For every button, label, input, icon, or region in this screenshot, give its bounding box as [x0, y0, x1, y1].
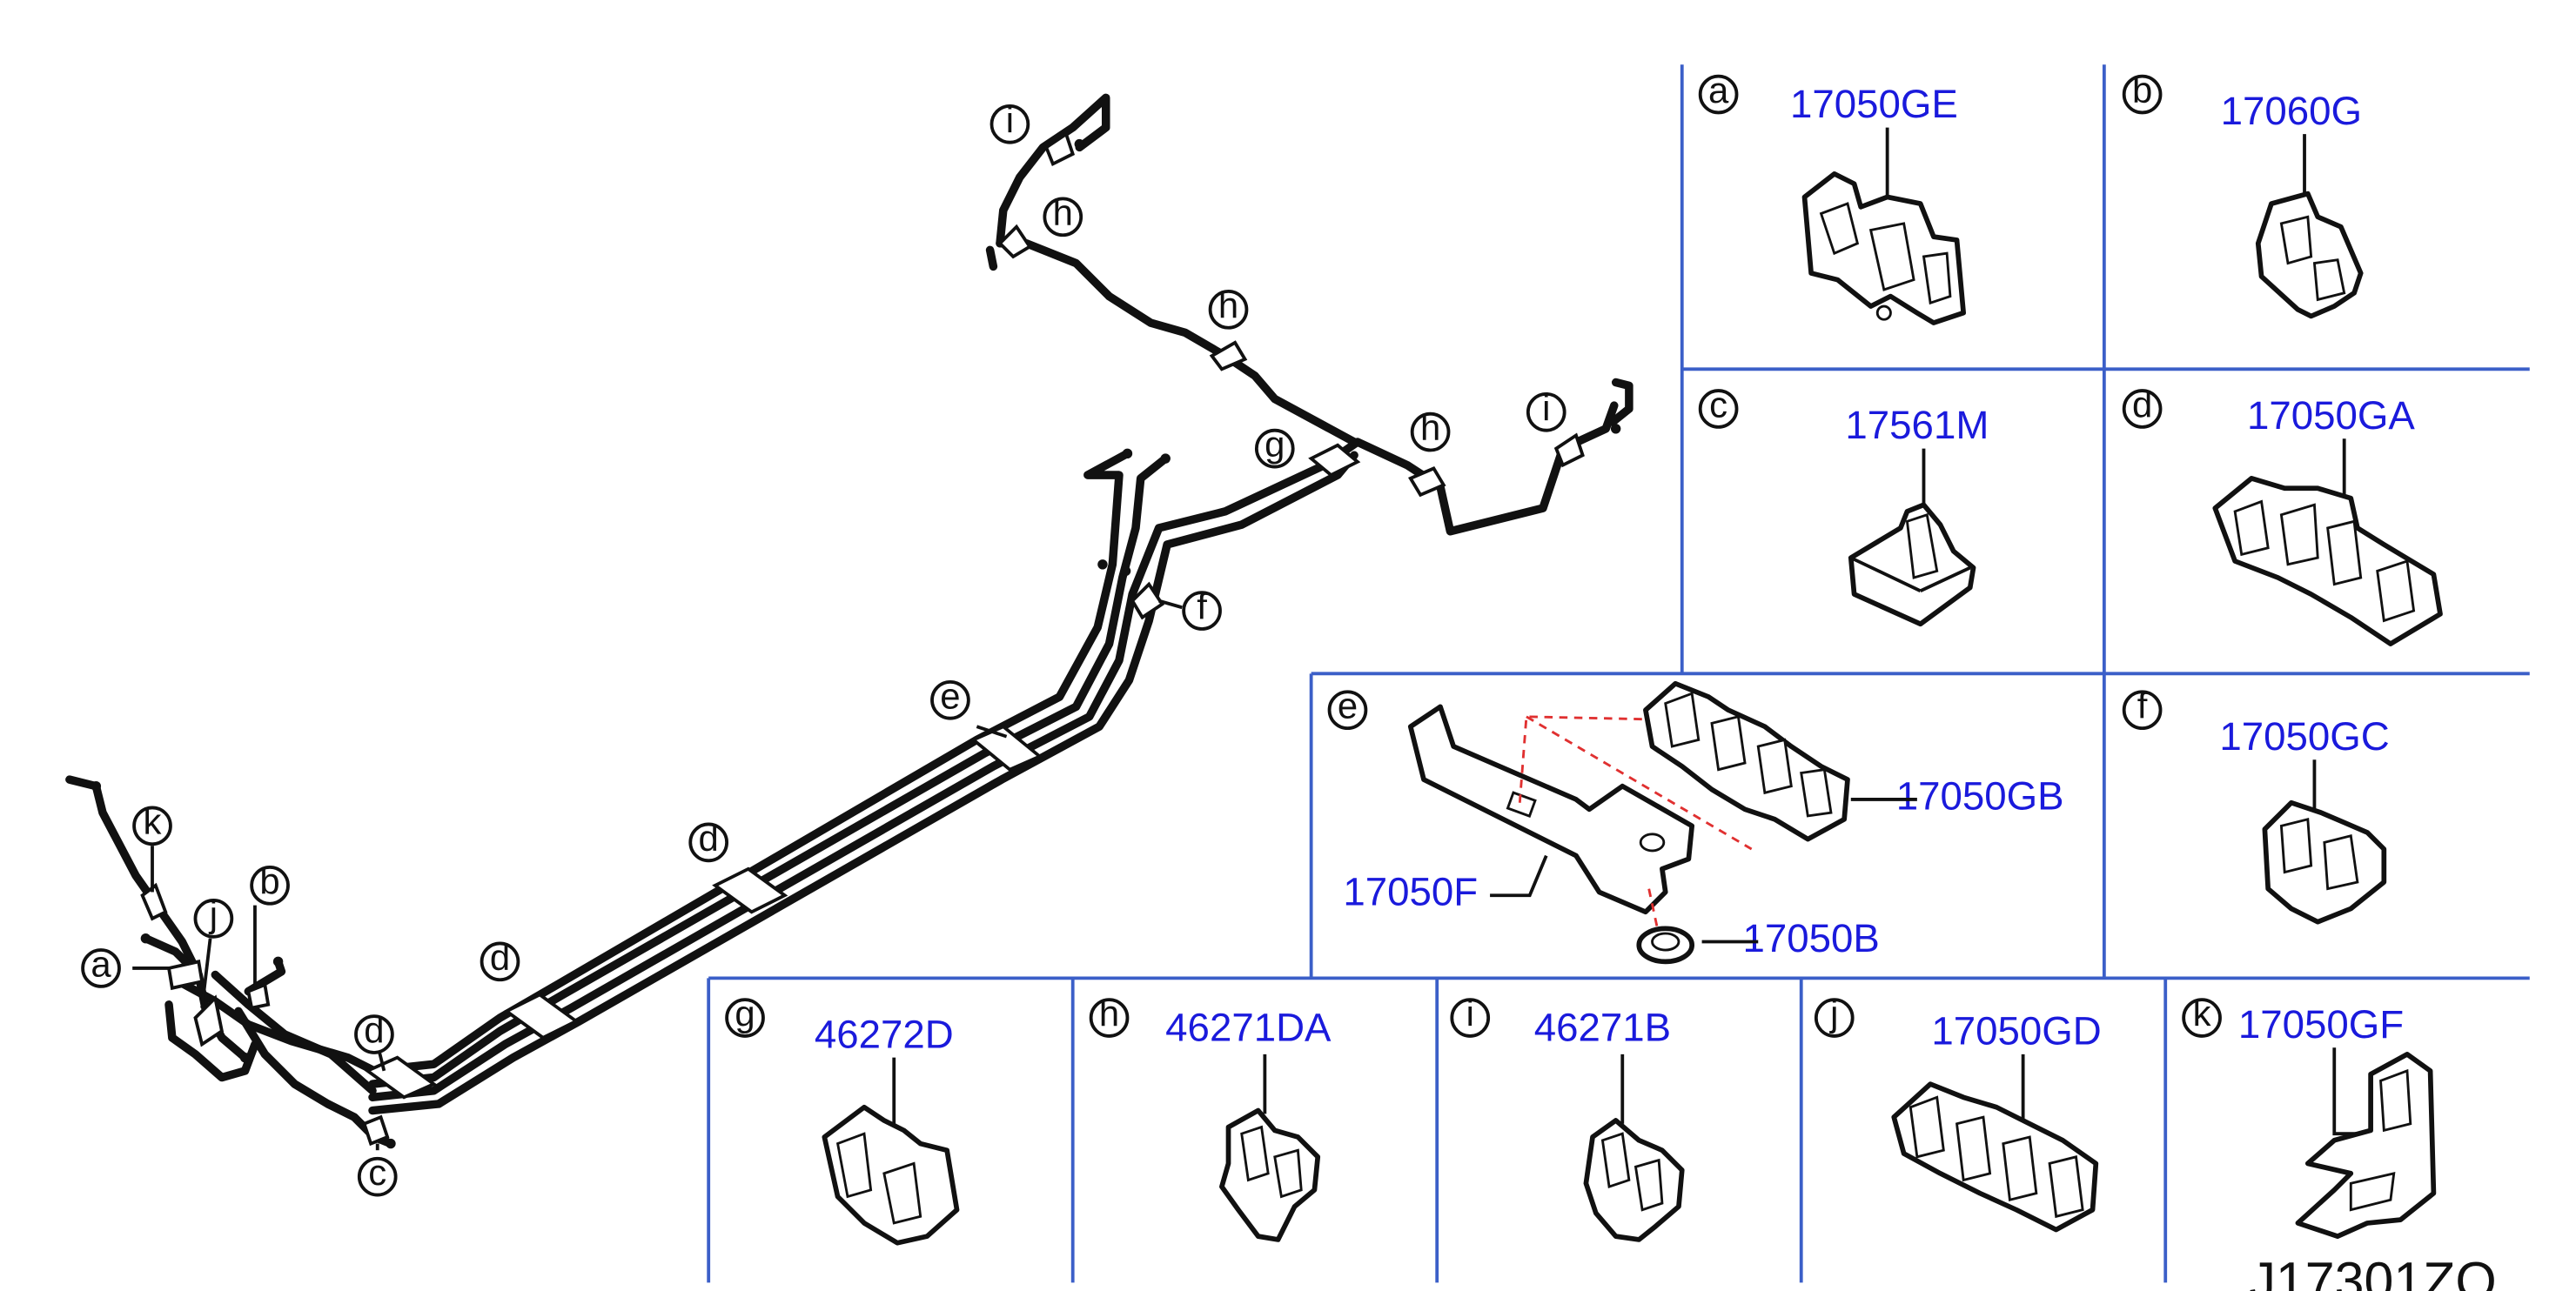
svg-text:f: f — [1197, 586, 1207, 627]
cell-f: f 17050GC — [2122, 686, 2390, 925]
clip-46271DA-drawing — [1219, 1107, 1321, 1242]
callout-h-bubble-2: h — [1208, 284, 1249, 330]
svg-text:g: g — [1265, 424, 1285, 465]
cell-letter-h — [1089, 998, 1130, 1038]
cell-j: j 17050GD — [1814, 993, 2102, 1233]
callout-c-bubble: c — [357, 1152, 398, 1197]
svg-text:j: j — [208, 893, 218, 934]
svg-text:k: k — [144, 801, 162, 842]
callout-h-bubble-3: h — [1043, 192, 1083, 237]
clip-17060G-drawing — [2255, 191, 2364, 319]
svg-text:h: h — [1053, 192, 1073, 233]
svg-text:j: j — [1828, 993, 1838, 1034]
svg-text:e: e — [940, 675, 960, 716]
cell-letter-e — [1327, 690, 1368, 731]
clip-17050GB-drawing — [1643, 680, 1850, 842]
cell-letter-i — [1450, 998, 1491, 1038]
cell-letter-f — [2122, 690, 2163, 731]
callout-b-bubble: b — [250, 860, 290, 906]
svg-text:i: i — [1542, 387, 1550, 428]
callout-j-bubble: j — [193, 893, 234, 939]
callout-a-bubble: a — [81, 943, 121, 988]
svg-text:a: a — [91, 943, 111, 984]
part-number-17050GB: 17050GB — [1896, 773, 2064, 818]
callout-d-bubble-3: d — [688, 818, 729, 863]
svg-text:d: d — [699, 818, 719, 859]
svg-text:i: i — [1466, 993, 1474, 1034]
cell-k: k 17050GF — [2182, 993, 2437, 1239]
callout-f-bubble: f — [1182, 586, 1222, 631]
svg-text:c: c — [368, 1152, 386, 1193]
cell-letter-g — [725, 998, 765, 1038]
cell-d: d 17050GA — [2122, 384, 2443, 646]
callout-e-bubble: e — [930, 675, 970, 720]
cell-letter-d — [2122, 389, 2163, 429]
callout-i-bubble-1: i — [989, 99, 1030, 144]
part-number-46271DA: 46271DA — [1165, 1006, 1332, 1050]
callout-d-bubble-1: d — [354, 1010, 394, 1054]
cell-letter-k — [2182, 998, 2222, 1038]
svg-text:e: e — [1338, 686, 1358, 726]
svg-text:a: a — [1708, 70, 1729, 110]
cell-g: g 46272D — [725, 993, 960, 1246]
cell-letter-j — [1814, 998, 1855, 1038]
part-number-17561M: 17561M — [1845, 403, 1989, 447]
part-number-17050GE: 17050GE — [1790, 82, 1958, 126]
part-number-17050GC: 17050GC — [2219, 714, 2389, 759]
svg-text:h: h — [1099, 993, 1119, 1034]
callout-i-bubble-2: i — [1526, 387, 1566, 432]
clip-17050GF-drawing — [2295, 1052, 2437, 1239]
svg-text:d: d — [2132, 384, 2152, 425]
callout-k-bubble: k — [132, 801, 172, 846]
clip-17050GA-drawing — [2212, 476, 2443, 646]
bracket-17050F-drawing — [1407, 704, 1695, 915]
dashed-guide-lines — [1518, 715, 1753, 936]
svg-text:c: c — [1709, 384, 1727, 425]
svg-text:h: h — [1420, 407, 1440, 448]
clip-17050GC-drawing — [2262, 799, 2387, 925]
svg-text:f: f — [2137, 686, 2148, 726]
part-number-46272D: 46272D — [815, 1012, 954, 1056]
clip-46272D-drawing — [822, 1104, 960, 1246]
part-number-17060G: 17060G — [2221, 89, 2362, 133]
svg-text:k: k — [2193, 993, 2211, 1034]
part-number-17050B: 17050B — [1742, 916, 1879, 960]
cell-h: h 46271DA — [1089, 993, 1332, 1242]
callout-d-bubble-2: d — [480, 937, 520, 982]
svg-text:b: b — [259, 860, 279, 901]
clip-17561M-drawing — [1848, 502, 1976, 627]
parts-grid — [707, 64, 2530, 1283]
svg-text:d: d — [490, 937, 510, 978]
part-number-17050GF: 17050GF — [2238, 1002, 2404, 1047]
grommet-17050B-drawing — [1636, 926, 1695, 965]
clip-17050GD-drawing — [1891, 1081, 2099, 1233]
cell-e: e 17050GB 17050F 17050B — [1327, 680, 2064, 965]
cell-b: b 17060G — [2122, 70, 2364, 319]
callout-h-bubble-1: h — [1410, 407, 1451, 452]
clip-17050GE-drawing — [1801, 171, 1966, 325]
cell-i: i 46271B — [1450, 993, 1685, 1242]
part-number-46271B: 46271B — [1534, 1006, 1671, 1050]
part-number-17050GD: 17050GD — [1931, 1008, 2101, 1053]
diagram-reference-code: J17301ZQ — [2250, 1251, 2497, 1291]
cell-letter-a — [1698, 74, 1739, 115]
svg-text:d: d — [364, 1010, 384, 1051]
cell-a: a 17050GE — [1698, 70, 1966, 325]
cell-letter-b — [2122, 74, 2163, 115]
cell-letter-c — [1698, 389, 1739, 429]
fuel-brake-pipe-assembly — [65, 93, 1633, 1151]
svg-text:h: h — [1218, 284, 1238, 325]
part-number-17050F: 17050F — [1343, 870, 1478, 914]
callout-g-bubble: g — [1254, 424, 1295, 469]
svg-text:i: i — [1006, 99, 1014, 140]
clip-46271B-drawing — [1583, 1118, 1685, 1242]
svg-text:g: g — [735, 993, 755, 1034]
cell-c: c 17561M — [1698, 384, 1989, 627]
svg-text:b: b — [2132, 70, 2152, 110]
part-number-17050GA: 17050GA — [2247, 393, 2415, 438]
